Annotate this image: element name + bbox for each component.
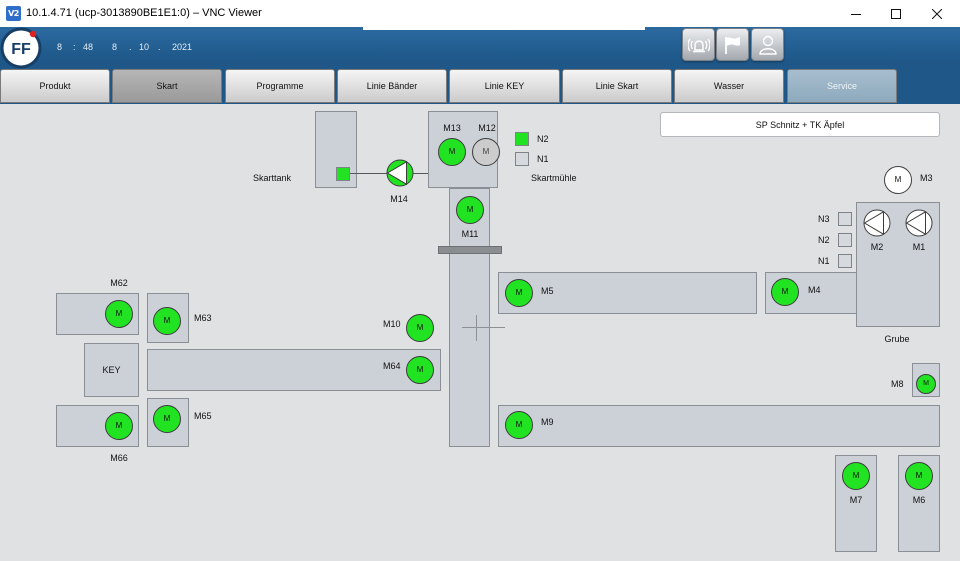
skarttank-level-indicator	[336, 167, 350, 181]
user-icon	[758, 35, 777, 55]
motor-m66-icon[interactable]: M	[105, 412, 133, 440]
motor-m9-icon[interactable]: M	[505, 411, 533, 439]
motor-m2-label: M2	[870, 242, 884, 252]
motor-m6-icon[interactable]: M	[905, 462, 933, 490]
flag-button[interactable]	[716, 28, 749, 61]
skartmuehle-level-sensor-n2	[515, 132, 529, 146]
date-day: 8	[112, 42, 118, 52]
motor-m10-icon[interactable]: M	[406, 314, 434, 342]
motor-m64-label: M64	[383, 361, 401, 371]
motor-m4-icon[interactable]: M	[771, 278, 799, 306]
vnc-toolbar-handle[interactable]	[363, 27, 645, 30]
tab-linie-baender[interactable]: Linie Bänder	[337, 69, 447, 103]
motor-m66-label: M66	[110, 453, 128, 463]
pump-m2-icon[interactable]	[863, 209, 891, 237]
motor-m3-icon[interactable]: M	[884, 166, 912, 194]
grube-level-sensor-n3	[838, 212, 852, 226]
vnc-app-icon: V2	[6, 6, 21, 21]
date-separator: .	[158, 42, 161, 52]
pump-m14-icon[interactable]	[386, 159, 414, 187]
motor-m65-label: M65	[194, 411, 212, 421]
tab-wasser[interactable]: Wasser	[674, 69, 784, 103]
grube-sensor-n2-label: N2	[818, 235, 830, 245]
tab-linie-skart[interactable]: Linie Skart	[562, 69, 672, 103]
m10-crossline-horizontal	[462, 327, 505, 328]
logo-text: FF	[11, 41, 31, 58]
date-separator: .	[129, 42, 132, 52]
date-month: 10	[139, 42, 150, 52]
motor-m5-icon[interactable]: M	[505, 279, 533, 307]
motor-m13-icon[interactable]: M	[438, 138, 466, 166]
tab-service[interactable]: Service	[787, 69, 897, 103]
minimize-icon	[851, 13, 861, 15]
motor-m63-icon[interactable]: M	[153, 307, 181, 335]
clock-minute: 48	[83, 42, 94, 52]
m10-crossline-vertical	[476, 315, 477, 341]
motor-m6-label: M6	[912, 495, 926, 505]
conveyor-transfer-bar	[438, 246, 502, 254]
motor-m12-icon[interactable]: M	[472, 138, 500, 166]
maximize-button[interactable]	[876, 0, 916, 27]
alarm-button[interactable]	[682, 28, 715, 61]
grube-label: Grube	[884, 334, 910, 344]
motor-m10-label: M10	[383, 319, 401, 329]
minimize-button[interactable]	[836, 0, 876, 27]
conveyor-m5[interactable]	[498, 272, 757, 314]
user-button[interactable]	[751, 28, 784, 61]
skart-process-diagram: SP Schnitz + TK Äpfel Skarttank M14 M13 …	[0, 104, 960, 561]
skartmuehle-label: Skartmühle	[531, 173, 577, 183]
company-logo: FF	[0, 27, 42, 69]
motor-m62-icon[interactable]: M	[105, 300, 133, 328]
tab-linie-key[interactable]: Linie KEY	[449, 69, 560, 103]
motor-m65-icon[interactable]: M	[153, 405, 181, 433]
motor-m11-label: M11	[461, 229, 479, 239]
skarttank-label: Skarttank	[253, 173, 292, 183]
tab-skart[interactable]: Skart	[112, 69, 222, 103]
motor-m3-label: M3	[920, 173, 933, 183]
grube-sensor-n1-label: N1	[818, 256, 830, 266]
motor-m13-label: M13	[443, 123, 461, 133]
window-titlebar[interactable]: V2 10.1.4.71 (ucp-3013890BE1E1:0) – VNC …	[0, 0, 960, 27]
key-unit[interactable]: KEY	[84, 343, 139, 397]
motor-m62-label: M62	[110, 278, 128, 288]
motor-m4-label: M4	[808, 285, 821, 295]
clock-hour: 8	[57, 42, 63, 52]
motor-m8-label: M8	[891, 379, 904, 389]
motor-m8-icon[interactable]: M	[916, 374, 936, 394]
motor-m64-icon[interactable]: M	[406, 356, 434, 384]
date-year: 2021	[172, 42, 193, 52]
motor-m7-label: M7	[849, 495, 863, 505]
tab-programme[interactable]: Programme	[225, 69, 335, 103]
conveyor-m64[interactable]	[147, 349, 441, 391]
motor-m14-label: M14	[390, 194, 408, 204]
skartmuehle-level-sensor-n1	[515, 152, 529, 166]
grube-level-sensor-n2	[838, 233, 852, 247]
conveyor-m9[interactable]	[498, 405, 940, 447]
key-label: KEY	[102, 365, 121, 375]
skartmuehle-sensor-n1-label: N1	[537, 154, 549, 164]
motor-m9-label: M9	[541, 417, 554, 427]
program-select-button[interactable]: SP Schnitz + TK Äpfel	[660, 112, 940, 137]
motor-m11-icon[interactable]: M	[456, 196, 484, 224]
pump-m1-icon[interactable]	[905, 209, 933, 237]
skartmuehle-sensor-n2-label: N2	[537, 134, 549, 144]
clock-separator: :	[73, 42, 76, 52]
grube-sensor-n3-label: N3	[818, 214, 830, 224]
maximize-icon	[891, 8, 901, 19]
motor-m63-label: M63	[194, 313, 212, 323]
close-icon	[932, 8, 942, 19]
motor-m7-icon[interactable]: M	[842, 462, 870, 490]
conveyor-m11[interactable]	[449, 188, 490, 447]
window-title: 10.1.4.71 (ucp-3013890BE1E1:0) – VNC Vie…	[26, 7, 262, 19]
alarm-icon	[687, 38, 710, 52]
motor-m1-label: M1	[912, 242, 926, 252]
motor-m12-label: M12	[478, 123, 496, 133]
flag-icon	[724, 36, 740, 54]
grube-level-sensor-n1	[838, 254, 852, 268]
motor-m5-label: M5	[541, 286, 554, 296]
close-button[interactable]	[917, 0, 957, 27]
tab-produkt[interactable]: Produkt	[0, 69, 110, 103]
